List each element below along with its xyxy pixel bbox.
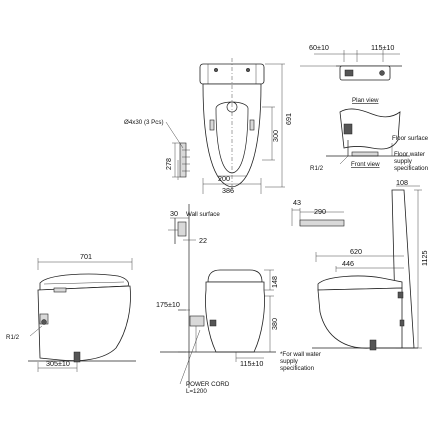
dim-top-300: 300 bbox=[271, 130, 280, 142]
side-left-pipe bbox=[73, 351, 81, 363]
wall-surface-label: Wall surface bbox=[186, 211, 220, 218]
front-center-lid bbox=[207, 269, 263, 283]
anchor-bracket bbox=[179, 142, 187, 178]
plan-view-body bbox=[339, 65, 391, 81]
side-right-lid bbox=[317, 275, 403, 291]
note-line-3: specification bbox=[280, 365, 315, 372]
plan-view: 60±10 115±10 Plan view bbox=[300, 43, 402, 104]
front-center-valve bbox=[189, 315, 205, 327]
note-line-2: supply bbox=[280, 358, 299, 365]
dim-plan-60: 60±10 bbox=[309, 43, 329, 52]
dim-top-691: 691 bbox=[284, 113, 293, 125]
dim-701: 701 bbox=[80, 252, 92, 261]
dim-290: 290 bbox=[314, 207, 326, 216]
side-right-body bbox=[317, 287, 403, 349]
side-view-right: 43 290 108 1125 620 446 *For wall water … bbox=[280, 178, 429, 372]
plan-view-label: Plan view bbox=[352, 97, 379, 104]
dim-115-center: 115±10 bbox=[240, 359, 263, 368]
dim-278: 278 bbox=[164, 158, 173, 170]
dim-22: 22 bbox=[199, 236, 207, 245]
power-cord-label-2: L=1200 bbox=[186, 388, 207, 395]
dim-1125: 1125 bbox=[420, 251, 429, 266]
front-small-view: R1/2 Front view Floor surface Floor wate… bbox=[310, 108, 429, 172]
dim-plan-115: 115±10 bbox=[371, 43, 394, 52]
side-view-left: 701 R1/2 305±10 bbox=[6, 252, 136, 372]
floor-water-label-1: Floor water bbox=[394, 151, 425, 158]
dim-305: 305±10 bbox=[46, 359, 70, 368]
dim-175: 175±10 bbox=[156, 300, 180, 309]
front-view-center: 175±10 148 380 115±10 POWER CORD L=1200 bbox=[156, 256, 279, 395]
wall-detail: 30 Wall surface 22 bbox=[168, 204, 220, 256]
front-view-label: Front view bbox=[351, 161, 380, 168]
dim-620: 620 bbox=[350, 247, 362, 256]
floor-water-label-3: specification bbox=[394, 165, 429, 172]
pipe-label-left: R1/2 bbox=[6, 334, 20, 341]
dim-top-386: 386 bbox=[222, 186, 234, 195]
dim-43: 43 bbox=[293, 198, 301, 207]
top-view: 200 386 691 300 278 Ø4x30 (3 Pcs) bbox=[124, 58, 293, 195]
floor-surface-label: Floor surface bbox=[392, 135, 429, 142]
dim-380: 380 bbox=[270, 318, 279, 330]
note-line-1: *For wall water bbox=[280, 351, 321, 358]
front-small-body bbox=[339, 108, 401, 150]
front-center-body bbox=[205, 281, 265, 353]
power-cord-label-1: POWER CORD bbox=[186, 381, 230, 388]
dim-top-200: 200 bbox=[218, 174, 230, 183]
dim-148: 148 bbox=[270, 276, 279, 288]
dim-108: 108 bbox=[396, 178, 408, 187]
side-left-body bbox=[37, 285, 131, 362]
floor-water-label-2: supply bbox=[394, 158, 413, 165]
dim-30: 30 bbox=[170, 209, 178, 218]
side-right-tank-top bbox=[299, 219, 345, 227]
pipe-label-small: R1/2 bbox=[310, 165, 324, 172]
dim-446: 446 bbox=[342, 259, 354, 268]
anchor-label: Ø4x30 (3 Pcs) bbox=[124, 119, 164, 126]
side-left-lid bbox=[39, 273, 129, 291]
top-view-bowl bbox=[202, 83, 262, 188]
